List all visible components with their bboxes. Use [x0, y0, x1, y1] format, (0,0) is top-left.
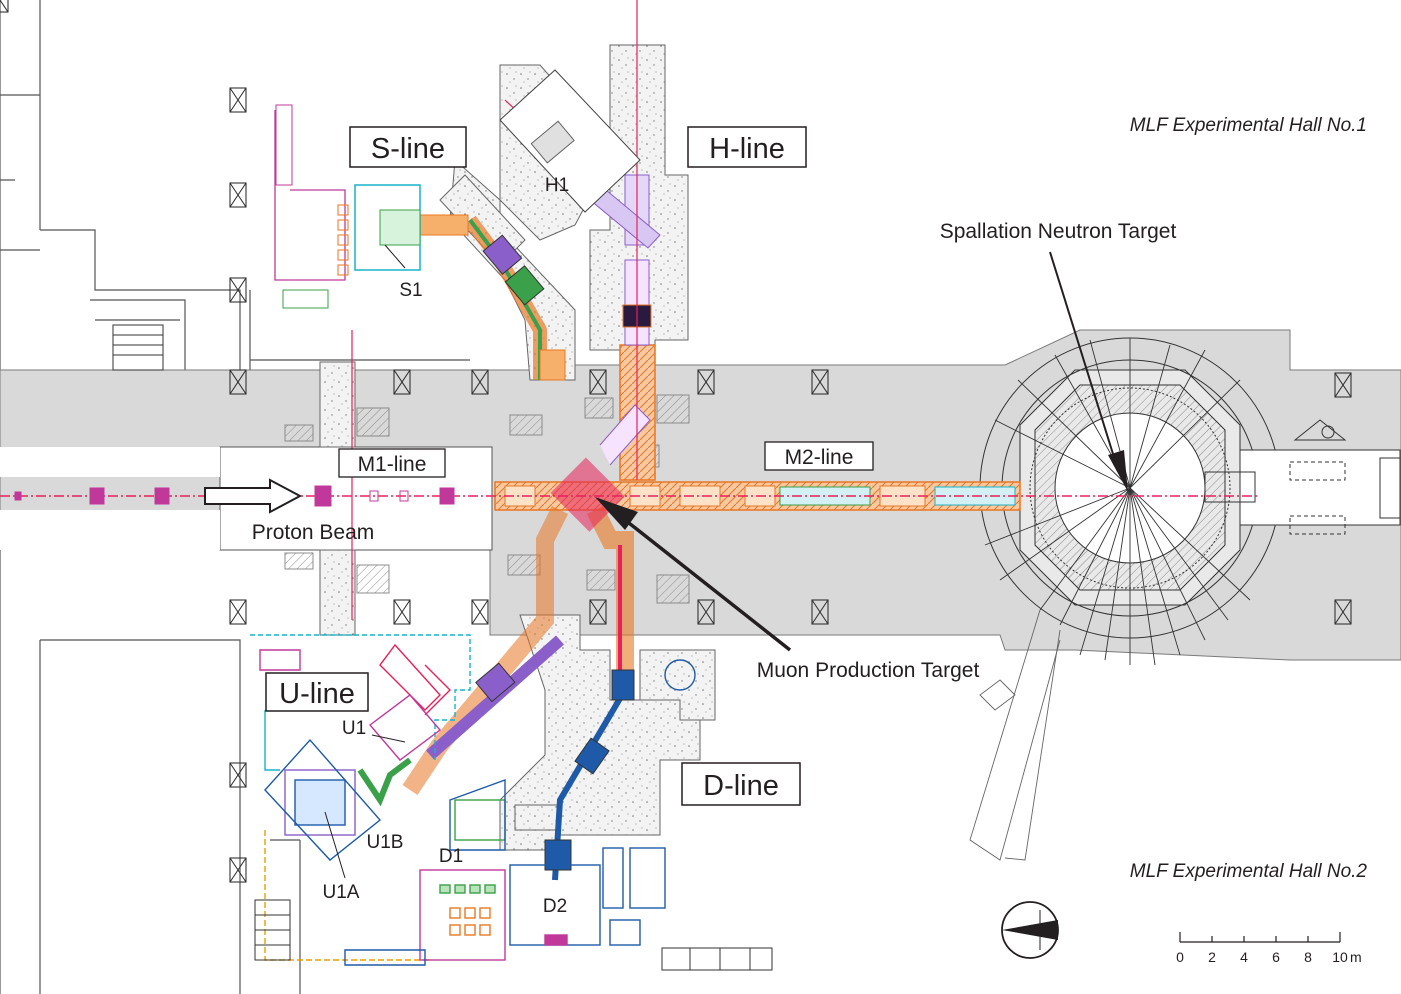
stairs: [112, 324, 773, 971]
d-line-beamline: [544, 505, 635, 881]
scale-tick-10: 10: [1332, 949, 1348, 965]
m1-line-text: M1-line: [358, 453, 427, 476]
neutron-beamline-spokes: [984, 338, 1251, 666]
hall-2-label: MLF Experimental Hall No.2: [1130, 861, 1368, 882]
u-line-text: U-line: [279, 678, 355, 710]
scale-bar: 0 2 4 6 8 10 m: [1176, 932, 1362, 965]
area-h1: H1: [545, 175, 569, 196]
u-line-beamline: [357, 505, 569, 807]
s-line-text: S-line: [371, 133, 445, 165]
area-leader-lines: [324, 244, 406, 879]
s-line-label: S-line: [349, 126, 467, 168]
m2-line-text: M2-line: [785, 446, 854, 469]
d1-d2-area: [344, 659, 696, 966]
proton-beam-line: [0, 485, 1260, 507]
spallation-target-pointer: [1049, 251, 1128, 492]
scale-tick-8: 8: [1304, 949, 1312, 965]
d-line-text: D-line: [703, 770, 779, 802]
area-s1: S1: [399, 280, 422, 301]
s1-area: [274, 104, 421, 309]
building-walls: [0, 0, 470, 994]
scale-tick-6: 6: [1272, 949, 1280, 965]
muon-target-label: Muon Production Target: [757, 659, 980, 682]
area-d2: D2: [543, 896, 567, 917]
area-u1b: U1B: [367, 832, 404, 853]
u-line-label: U-line: [265, 672, 369, 712]
area-u1: U1: [342, 718, 366, 739]
proton-beam-label: Proton Beam: [252, 521, 375, 544]
m1-line-label: M1-line: [338, 448, 446, 478]
s-line-beamline: [417, 214, 566, 381]
neutron-guide-halls: [969, 609, 1061, 861]
area-d1: D1: [439, 846, 463, 867]
scale-unit: m: [1350, 949, 1362, 965]
scale-tick-4: 4: [1240, 949, 1248, 965]
scale-tick-2: 2: [1208, 949, 1216, 965]
h1-area: [499, 69, 641, 213]
h-line-label: H-line: [687, 126, 807, 168]
d-line-label: D-line: [681, 762, 801, 806]
area-u1a: U1A: [323, 882, 360, 903]
hall-1-label: MLF Experimental Hall No.1: [1130, 115, 1367, 136]
h-line-text: H-line: [709, 133, 785, 165]
proton-beam-arrow: [204, 478, 303, 514]
spallation-target-label: Spallation Neutron Target: [940, 220, 1177, 243]
structural-columns: [0, 0, 1352, 883]
u1-area: [250, 634, 471, 961]
north-arrow: [1001, 901, 1059, 959]
scale-tick-0: 0: [1176, 949, 1184, 965]
muon-target-pointer: [595, 497, 792, 652]
m2-line-label: M2-line: [764, 441, 874, 471]
